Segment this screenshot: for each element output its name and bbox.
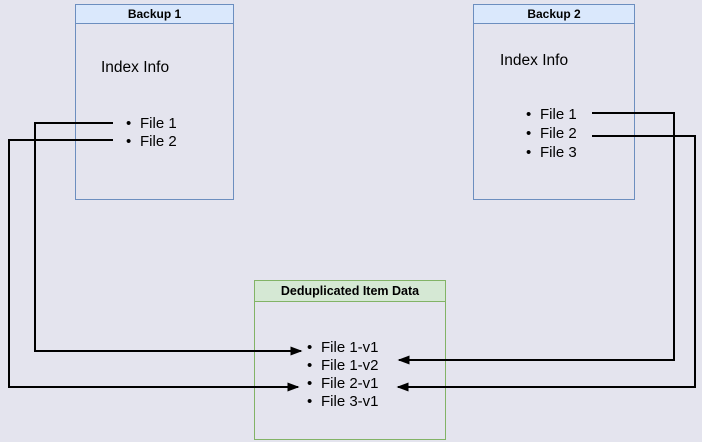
- backup1-index-info-label: Index Info: [101, 59, 170, 76]
- backup2-file-2: File 2: [526, 124, 577, 143]
- dedup-file-3-v1: File 3-v1: [307, 393, 379, 411]
- backup2-file-3: File 3: [526, 143, 577, 162]
- backup2-index-info-label: Index Info: [500, 52, 569, 69]
- dedup-file-list: File 1-v1 File 1-v2 File 2-v1 File 3-v1: [307, 339, 379, 411]
- backup2-file-1: File 1: [526, 105, 577, 124]
- dedup-file-1-v1: File 1-v1: [307, 339, 379, 357]
- dedup-file-1-v2: File 1-v2: [307, 357, 379, 375]
- backup1-header: Backup 1: [76, 5, 233, 24]
- backup2-box: Backup 2 Index Info File 1 File 2 File 3: [473, 4, 635, 200]
- deduplicated-item-data-box: Deduplicated Item Data File 1-v1 File 1-…: [254, 280, 446, 440]
- dedup-file-2-v1: File 2-v1: [307, 375, 379, 393]
- backup1-file-1: File 1: [126, 115, 177, 133]
- backup1-box: Backup 1 Index Info File 1 File 2: [75, 4, 234, 200]
- backup2-header: Backup 2: [474, 5, 634, 24]
- backup2-file-list: File 1 File 2 File 3: [526, 105, 577, 162]
- backup1-file-2: File 2: [126, 133, 177, 151]
- dedup-header: Deduplicated Item Data: [255, 281, 445, 302]
- backup1-file-list: File 1 File 2: [126, 115, 177, 151]
